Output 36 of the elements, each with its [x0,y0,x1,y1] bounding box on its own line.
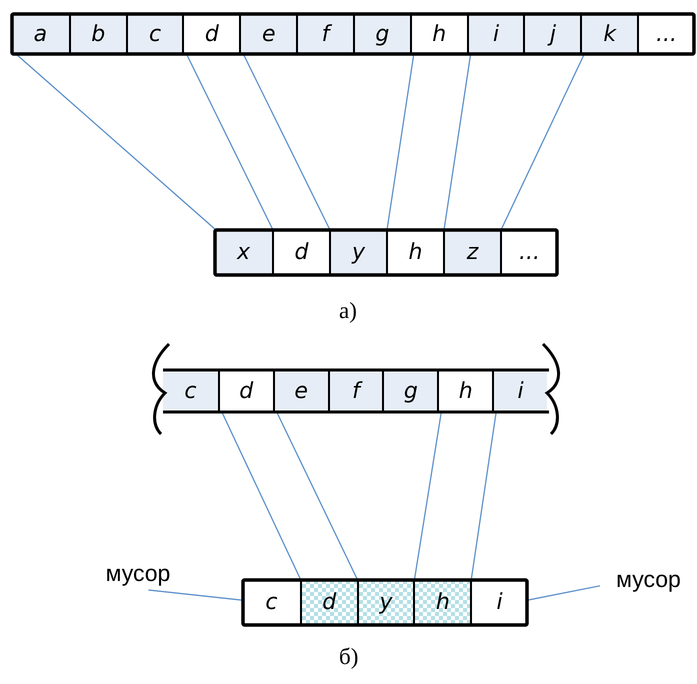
array-cell: e [239,14,296,54]
mapping-line [500,54,585,230]
array-cell: g [352,14,410,54]
subfigure-label: а) [339,298,357,324]
subfigure-label: б) [339,644,358,670]
array-cell: k [580,14,638,54]
array-cell: b [68,14,126,54]
mapping-line [443,54,472,230]
array-cell: x [215,230,272,275]
mapping-line [470,412,497,580]
array-cell: d [182,14,240,54]
array-cell: d [300,580,357,625]
callout-text: мусор [600,562,697,596]
array-cell: j [523,14,580,54]
mapping-line [186,54,274,230]
array-cell: g [382,370,438,412]
mapping-line [242,54,331,230]
array-cell: y [356,580,414,625]
array-cell: c [126,14,182,54]
array-cell: y [329,230,386,275]
leader-line [526,585,600,601]
mapping-line [276,412,358,580]
leader-line [148,589,244,601]
mapping-line [16,54,216,230]
array-cell: f [296,14,353,54]
callout-text: мусор [86,556,190,590]
array-cell: i [466,14,524,54]
array-cell: f [328,370,382,412]
array-cell: e [272,370,328,412]
mapping-line [414,412,442,580]
array-cell: h [413,580,470,625]
mapping-line [386,54,414,230]
array-cell: i [492,370,548,412]
array-cell: c [163,370,218,412]
array-cell: z [443,230,500,275]
mapping-line [221,412,302,580]
